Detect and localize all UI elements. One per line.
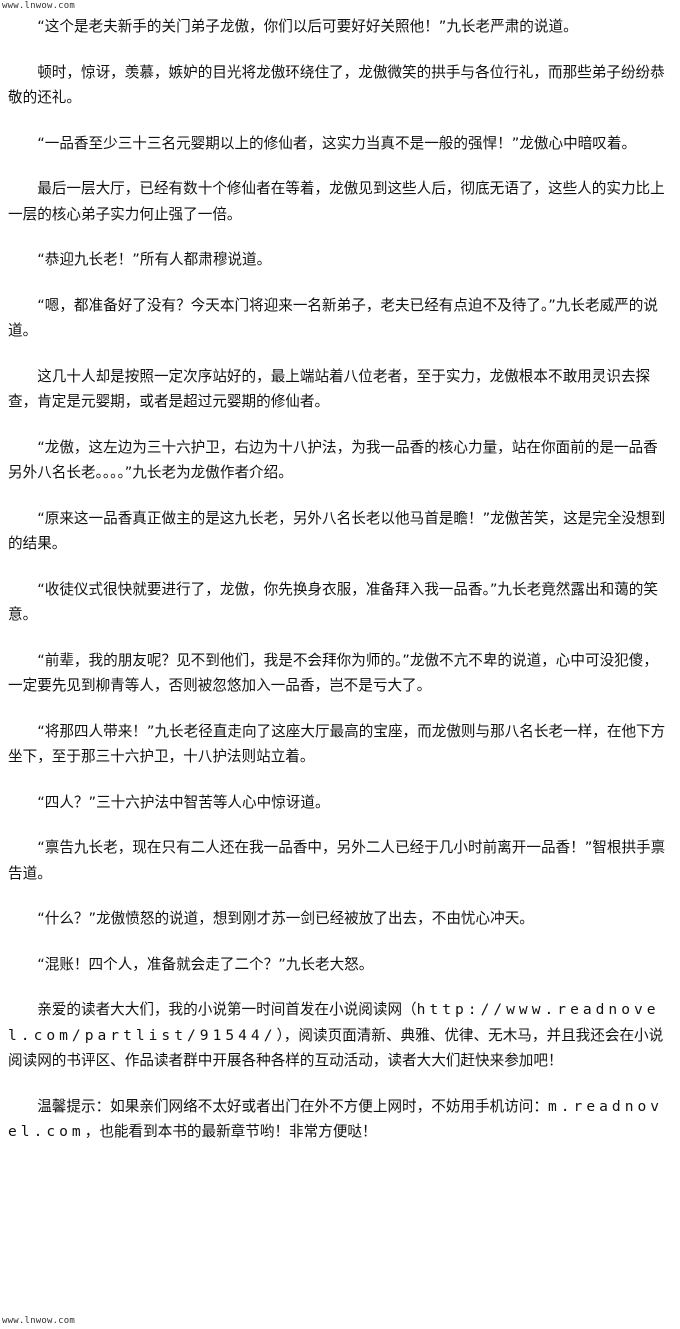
paragraph: “收徒仪式很快就要进行了，龙傲，你先换身衣服，准备拜入我一品香。”九长老竟然露出… [8,580,658,624]
paragraph: “嗯，都准备好了没有？今天本门将迎来一名新弟子，老夫已经有点迫不及待了。”九长老… [8,296,658,340]
tip-link[interactable]: m.readnovel.com [8,1097,664,1141]
tip-paragraph: 温馨提示：如果亲们网络不太好或者出门在外不方便上网时，不妨用手机访问：m.rea… [8,1094,672,1145]
paragraph: 最后一层大厅，已经有数十个修仙者在等着，龙傲见到这些人后，彻底无语了，这些人的实… [8,180,665,223]
watermark-top: www.lnwow.com [2,1,76,11]
watermark-bottom: www.lnwow.com [2,1316,76,1326]
paragraph: “四人？”三十六护法中智苦等人心中惊讶道。 [37,793,330,811]
paragraph: “混账！四个人，准备就会走了二个？”九长老大怒。 [37,955,374,973]
paragraph: “前辈，我的朋友呢？见不到他们，我是不会拜你为师的。”龙傲不亢不卑的说道，心中可… [8,651,658,695]
paragraph: “这个是老夫新手的关门弟子龙傲，你们以后可要好好关照他！”九长老严肃的说道。 [37,18,578,35]
chapter-text: “这个是老夫新手的关门弟子龙傲，你们以后可要好好关照他！”九长老严肃的说道。 顿… [8,14,672,1165]
promo-paragraph: 亲爱的读者大大们，我的小说第一时间首发在小说阅读网（http://www.rea… [8,997,672,1074]
promo-text: 亲爱的读者大大们，我的小说第一时间首发在小说阅读网（ [37,1001,417,1018]
paragraph: “什么？”龙傲愤怒的说道，想到刚才苏一剑已经被放了出去，不由忧心冲天。 [37,910,534,927]
paragraph: “禀告九长老，现在只有二人还在我一品香中，另外二人已经于几小时前离开一品香！”智… [8,839,666,882]
promo-link[interactable]: http://www.readnovel.com/partlist/91544/ [8,1001,660,1044]
paragraph: “恭迎九长老！”所有人都肃穆说道。 [37,251,272,268]
paragraph: 这几十人却是按照一定次序站好的，最上端站着八位老者，至于实力，龙傲根本不敢用灵识… [8,367,651,411]
promo-text-tail: ），阅读页面清新、典雅、优律、无木马，并且我还会在小说阅读网的书评区、作品读者群… [8,1026,664,1070]
paragraph: “将那四人带来！”九长老径直走向了这座大厅最高的宝座，而龙傲则与那八名长老一样，… [8,722,666,766]
paragraph: “龙傲，这左边为三十六护卫，右边为十八护法，为我一品香的核心力量，站在你面前的是… [8,438,658,482]
tip-text: 温馨提示：如果亲们网络不太好或者出门在外不方便上网时，不妨用手机访问： [37,1097,548,1115]
tip-text-tail: ，也能看到本书的最新章节哟！非常方便哒！ [84,1123,377,1140]
paragraph: “一品香至少三十三名元婴期以上的修仙者，这实力当真不是一般的强悍！”龙傲心中暗叹… [37,134,637,152]
paragraph: “原来这一品香真正做主的是这九长老，另外八名长老以他马首是瞻！”龙傲苦笑，这是完… [8,509,666,553]
paragraph: 顿时，惊讶，羡慕，嫉妒的目光将龙傲环绕住了，龙傲微笑的拱手与各位行礼，而那些弟子… [8,63,665,107]
